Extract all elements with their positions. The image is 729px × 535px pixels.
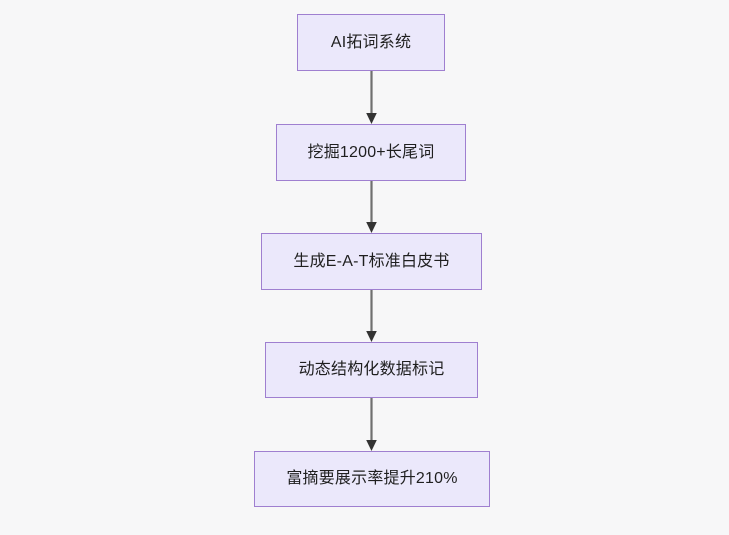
edge-node2-to-node3 bbox=[365, 181, 378, 233]
edge-node1-to-node2 bbox=[365, 71, 378, 124]
flow-node-label: 生成E-A-T标准白皮书 bbox=[293, 252, 450, 270]
flow-node-label: 挖掘1200+长尾词 bbox=[307, 143, 435, 161]
flow-node-label: 动态结构化数据标记 bbox=[298, 361, 445, 378]
flow-node-structured-data-markup[interactable]: 动态结构化数据标记 bbox=[265, 342, 478, 398]
flow-node-ai-keyword-system[interactable]: AI拓词系统 bbox=[297, 14, 445, 71]
arrow-connector-icon bbox=[366, 71, 377, 124]
arrow-connector-icon bbox=[366, 181, 377, 233]
arrow-connector-icon bbox=[366, 398, 377, 451]
edge-node4-to-node5 bbox=[365, 398, 378, 451]
flow-node-rich-snippet-result[interactable]: 富摘要展示率提升210% bbox=[254, 451, 490, 507]
edge-node3-to-node4 bbox=[365, 290, 378, 342]
flow-node-eat-whitepaper[interactable]: 生成E-A-T标准白皮书 bbox=[261, 233, 482, 290]
flow-node-label: 富摘要展示率提升210% bbox=[286, 470, 458, 487]
flow-node-label: AI拓词系统 bbox=[330, 33, 412, 51]
flow-node-longtail-keywords[interactable]: 挖掘1200+长尾词 bbox=[276, 124, 466, 181]
arrow-connector-icon bbox=[366, 290, 377, 342]
